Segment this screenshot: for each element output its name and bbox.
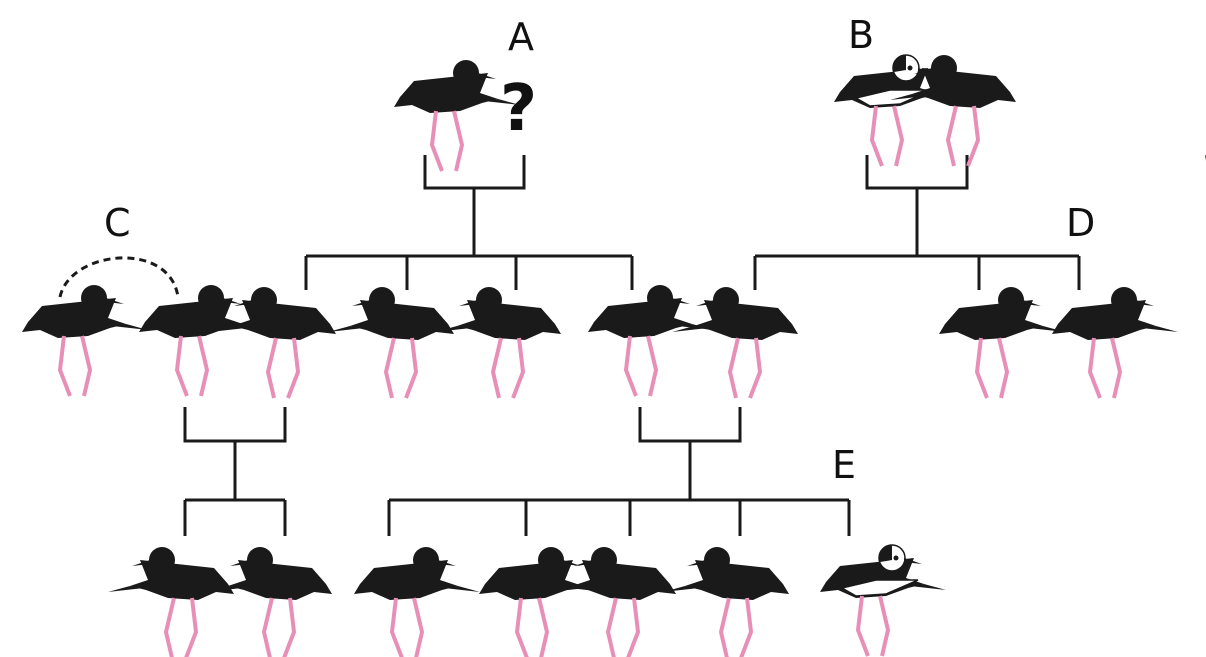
black-stilt-bird-icon xyxy=(433,285,563,400)
label-a: A xyxy=(508,15,534,59)
black-stilt-bird-icon xyxy=(20,283,150,398)
black-stilt-bird-icon xyxy=(1050,285,1180,400)
pied-stilt-bird-icon xyxy=(818,543,948,657)
black-stilt-bird-icon xyxy=(204,545,334,657)
black-stilt-bird-icon xyxy=(352,545,482,657)
pencil-icon xyxy=(1205,155,1206,187)
black-stilt-bird-icon xyxy=(670,285,800,400)
unknown-parent-question-mark: ? xyxy=(500,72,537,146)
label-d: D xyxy=(1066,201,1095,245)
label-b: B xyxy=(848,13,874,57)
black-stilt-bird-icon xyxy=(326,285,456,400)
mated-pair-arc xyxy=(58,256,180,298)
black-stilt-bird-icon xyxy=(586,283,716,398)
black-stilt-bird-icon xyxy=(937,285,1067,400)
black-stilt-bird-icon xyxy=(106,545,236,657)
black-stilt-bird-icon xyxy=(661,545,791,657)
label-c: C xyxy=(104,201,131,245)
label-e: E xyxy=(832,443,856,487)
pedigree-lines xyxy=(58,155,1081,536)
